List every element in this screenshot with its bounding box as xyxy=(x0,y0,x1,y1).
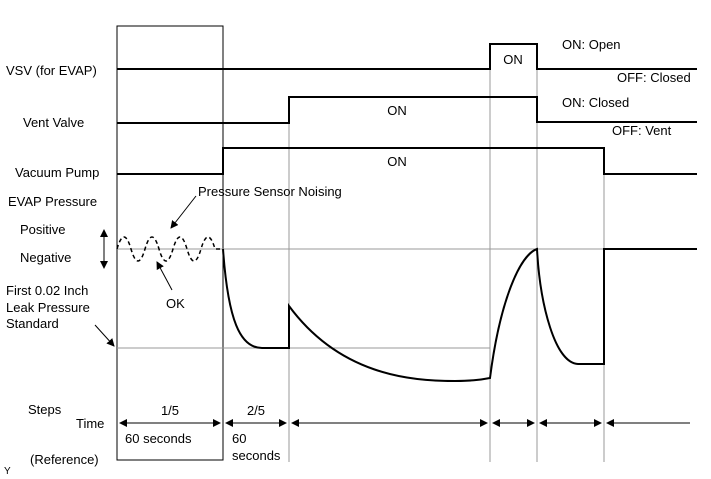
vacuum-pump-signal-line xyxy=(117,147,697,175)
evap-pressure-label: EVAP Pressure xyxy=(8,194,97,209)
vacuum-pump-label: Vacuum Pump xyxy=(15,165,99,180)
evap-pressure-curve xyxy=(222,247,697,383)
vsv-on-desc: ON: Open xyxy=(562,37,621,52)
vent-valve-label: Vent Valve xyxy=(23,115,84,130)
step2-label: 2/5 xyxy=(247,403,265,418)
vsv-signal-line xyxy=(117,43,697,70)
steps-label: Steps xyxy=(28,402,62,417)
ok-pointer-arrow xyxy=(156,261,173,291)
ok-text: OK xyxy=(166,296,185,311)
vent-off-desc: OFF: Vent xyxy=(612,123,672,138)
positive-label: Positive xyxy=(20,222,66,237)
time-label: Time xyxy=(76,416,104,431)
leak-std-label-line2: Leak Pressure xyxy=(6,300,90,315)
leak-std-label-line1: First 0.02 Inch xyxy=(6,283,88,298)
leak-std-label-line3: Standard xyxy=(6,316,59,331)
pump-on-text: ON xyxy=(387,154,407,169)
step-dividers xyxy=(288,44,605,462)
step2-time-line1: 60 xyxy=(232,431,246,446)
vsv-on-text: ON xyxy=(503,52,523,67)
step2-time-line2: seconds xyxy=(232,448,281,463)
vent-on-desc: ON: Closed xyxy=(562,95,629,110)
step1-time: 60 seconds xyxy=(125,431,192,446)
reference-label: (Reference) xyxy=(30,452,99,467)
step1-label: 1/5 xyxy=(161,403,179,418)
negative-label: Negative xyxy=(20,250,71,265)
leak-std-pointer-arrow xyxy=(94,324,115,347)
vsv-off-desc: OFF: Closed xyxy=(617,70,691,85)
noise-pointer-arrow xyxy=(170,195,197,229)
vent-valve-signal-line xyxy=(117,96,697,124)
corner-mark: Y xyxy=(4,466,11,477)
noise-note: Pressure Sensor Noising xyxy=(198,184,342,199)
vsv-label: VSV (for EVAP) xyxy=(6,63,97,78)
step1-box xyxy=(116,25,224,461)
vent-on-text: ON xyxy=(387,103,407,118)
